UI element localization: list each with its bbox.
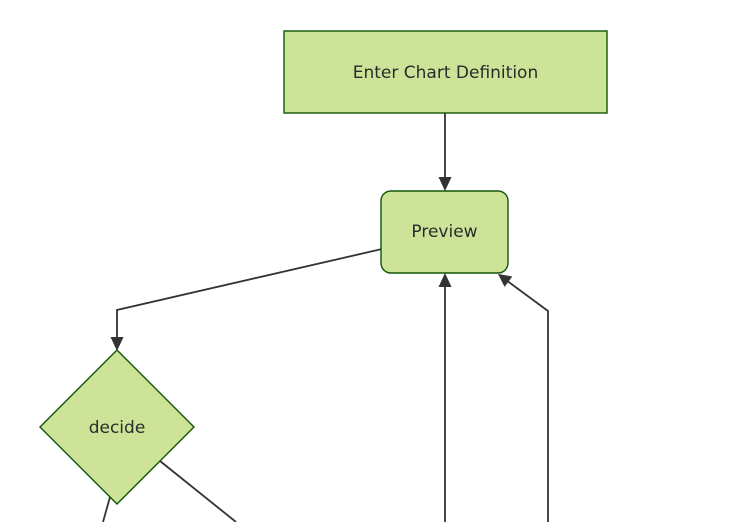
arrowhead-offscreen-to-preview-bottom [438, 273, 452, 287]
edge-decide-to-offscreen-left [102, 496, 111, 522]
arrowhead-enterdef-to-preview [438, 177, 452, 191]
node-enter-chart-definition: Enter Chart Definition [283, 30, 608, 114]
edge-offscreen-to-preview-corner [505, 279, 549, 522]
arrowhead-preview-to-decide [110, 337, 124, 351]
edge-decide-to-offscreen-right [159, 460, 237, 522]
node-decide-shape [39, 349, 195, 505]
node-preview-shape [380, 190, 509, 274]
node-enter-chart-definition-shape [283, 30, 608, 114]
node-decide-label: decide [89, 418, 146, 438]
node-preview-label: Preview [411, 222, 477, 242]
node-decide: decide [39, 349, 195, 505]
arrowhead-offscreen-to-preview-corner [498, 274, 513, 287]
node-enter-chart-definition-label: Enter Chart Definition [353, 63, 538, 83]
node-preview: Preview [380, 190, 509, 274]
edge-preview-to-decide [116, 248, 383, 345]
